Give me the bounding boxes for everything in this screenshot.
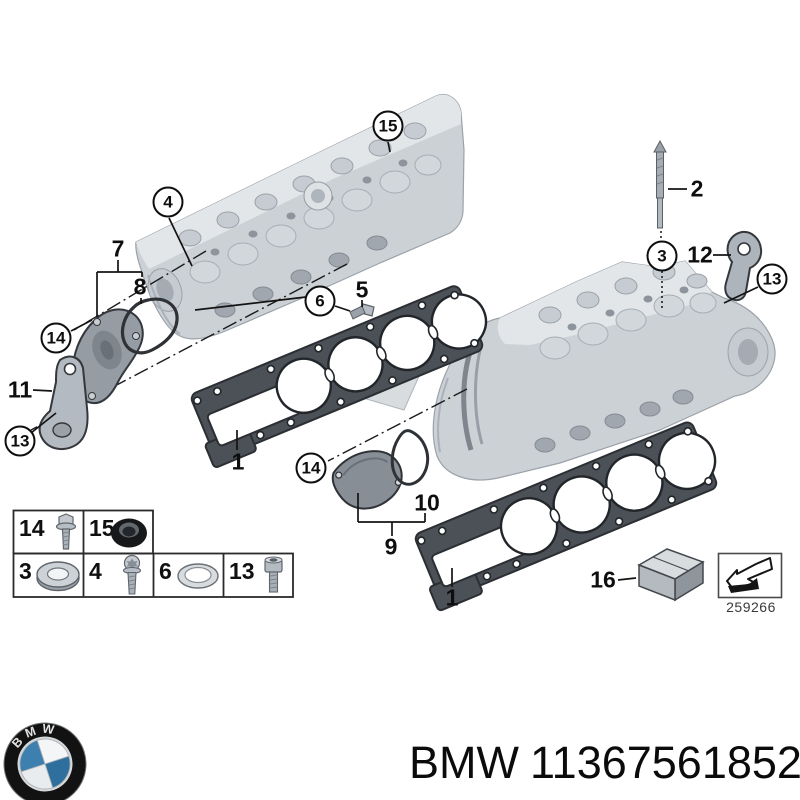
legend-num: 14 [19,515,45,541]
callout-8[interactable]: 8 [133,273,147,300]
legend-cell-15[interactable]: 15 [83,510,153,553]
callout-9[interactable]: 9 [384,533,398,560]
callout-10[interactable]: 10 [414,489,440,516]
lifting-bracket [724,230,763,302]
head-gasket-left [190,285,488,468]
seal-ring-icon [177,563,219,589]
diagram-ref-code: 259266 [726,599,776,615]
legend-num: 3 [19,558,32,584]
legend-table-grid [12,509,294,598]
legend-cell-4[interactable]: 4 [83,553,153,597]
rubber-grommet-icon [111,518,147,548]
socket-head-bolt-icon [264,556,283,593]
head-gasket-right [414,421,718,612]
cylinder-head-right [362,260,776,481]
callout-2[interactable]: 2 [690,175,704,202]
coolant-pump-cover [71,308,144,405]
legend-cell-14[interactable]: 14 [13,510,83,553]
callout-14-left[interactable]: 14 [40,322,72,354]
callout-16[interactable]: 16 [590,566,616,593]
legend-num: 13 [229,558,255,584]
torx-bolt-icon [122,554,142,595]
dotted-leader-item3 [660,231,663,310]
cover-gasket-ring [390,429,430,486]
callout-13-right[interactable]: 13 [756,263,788,295]
assembly-centerlines [30,250,468,462]
pump-gasket-ring [120,297,179,355]
legend-cell-6[interactable]: 6 [153,553,223,597]
legend-num: 15 [89,515,115,541]
callout-14-middle[interactable]: 14 [295,452,327,484]
callout-1-left[interactable]: 1 [231,448,245,475]
callout-13-left[interactable]: 13 [4,425,36,457]
legend-cell-13[interactable]: 13 [223,553,293,597]
washer-icon [36,561,80,592]
brand-name: BMW [409,737,519,788]
sealant-kit-box [637,548,705,602]
callout-6[interactable]: 6 [304,285,336,317]
leader-lines [30,141,759,587]
callout-12[interactable]: 12 [687,241,713,268]
callout-11[interactable]: 11 [7,376,33,403]
stud-bolt [653,139,667,229]
chain-cover-plate [331,450,403,510]
callout-3[interactable]: 3 [646,240,678,272]
hex-flange-bolt-icon [55,513,77,550]
screw-plug [349,303,375,320]
callout-15[interactable]: 15 [372,110,404,142]
legend-cell-3[interactable]: 3 [13,553,83,597]
callout-1-right[interactable]: 1 [445,584,459,611]
direction-arrow-plate [717,552,783,599]
support-bracket-left [38,355,89,451]
bmw-logo: BMW [3,720,87,800]
callout-5[interactable]: 5 [355,276,369,303]
callout-7[interactable]: 7 [111,235,125,262]
part-number: 11367561852 [529,737,800,788]
callout-4[interactable]: 4 [152,186,184,218]
legend-num: 6 [159,558,172,584]
legend-num: 4 [89,558,102,584]
